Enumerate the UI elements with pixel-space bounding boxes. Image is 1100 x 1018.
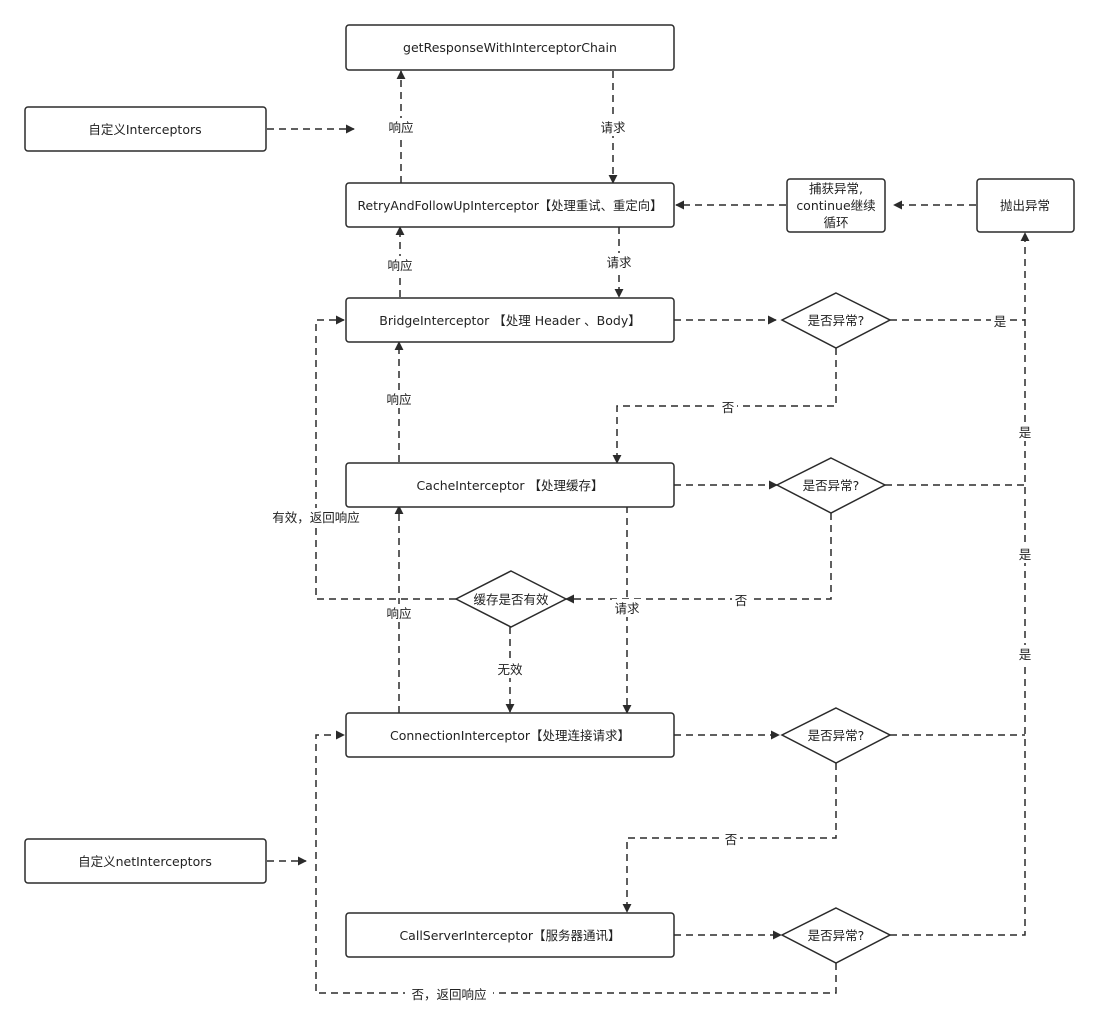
node-retry: RetryAndFollowUpInterceptor【处理重试、重定向】 <box>345 182 675 228</box>
edge-decision-call-yes <box>890 232 1030 936</box>
edge-decision-bridge-no <box>612 348 837 464</box>
decision-cache: 是否异常? <box>775 457 887 514</box>
node-catch-line3: 循环 <box>823 215 848 230</box>
node-connection-label: ConnectionInterceptor【处理连接请求】 <box>390 728 630 743</box>
label-response-1: 响应 <box>388 120 413 135</box>
node-retry-label: RetryAndFollowUpInterceptor【处理重试、重定向】 <box>358 198 663 213</box>
edge-decision-call-no-return <box>315 730 837 994</box>
node-throw-label: 抛出异常 <box>1000 198 1050 213</box>
label-response-3: 响应 <box>386 392 411 407</box>
node-custom-net-interceptors: 自定义netInterceptors <box>24 838 267 884</box>
label-no-connection: 否 <box>725 832 738 847</box>
node-cache-label: CacheInterceptor 【处理缓存】 <box>416 478 603 493</box>
nodes: getResponseWithInterceptorChain 自定义Inter… <box>24 24 1075 964</box>
decision-call-label: 是否异常? <box>808 928 865 943</box>
node-catch: 捕获异常, continue继续 循环 <box>786 178 886 233</box>
edge-cache-valid-return <box>315 315 456 600</box>
label-valid-return: 有效，返回响应 <box>272 510 360 525</box>
node-custom-net-interceptors-label: 自定义netInterceptors <box>78 854 212 869</box>
decision-call: 是否异常? <box>780 907 892 964</box>
label-yes-bridge: 是 <box>994 314 1007 329</box>
label-request-2: 请求 <box>606 255 632 270</box>
label-invalid: 无效 <box>497 662 523 677</box>
label-yes-connection: 是 <box>1019 547 1032 562</box>
node-bridge: BridgeInterceptor 【处理 Header 、Body】 <box>345 297 675 343</box>
label-no-cache: 否 <box>735 593 748 608</box>
label-yes-call: 是 <box>1019 647 1032 662</box>
label-response-2: 响应 <box>387 258 412 273</box>
node-custom-interceptors: 自定义Interceptors <box>24 106 267 152</box>
label-request-3: 请求 <box>614 601 640 616</box>
decision-connection-label: 是否异常? <box>808 728 865 743</box>
decision-bridge-label: 是否异常? <box>808 313 865 328</box>
decision-cache-label: 是否异常? <box>803 478 860 493</box>
decision-cache-valid-label: 缓存是否有效 <box>473 592 549 607</box>
node-catch-line2: continue继续 <box>796 198 875 213</box>
node-chain-label: getResponseWithInterceptorChain <box>403 40 617 55</box>
node-call-server-label: CallServerInterceptor【服务器通讯】 <box>399 928 620 943</box>
node-connection: ConnectionInterceptor【处理连接请求】 <box>345 712 675 758</box>
node-catch-line1: 捕获异常, <box>809 181 863 196</box>
decision-cache-valid: 缓存是否有效 <box>454 570 568 628</box>
node-cache: CacheInterceptor 【处理缓存】 <box>345 462 675 508</box>
label-request-1: 请求 <box>600 120 626 135</box>
decision-connection: 是否异常? <box>780 707 892 764</box>
decision-bridge: 是否异常? <box>780 292 892 349</box>
node-chain: getResponseWithInterceptorChain <box>345 24 675 71</box>
edge-decision-cache-no <box>565 513 832 604</box>
node-custom-interceptors-label: 自定义Interceptors <box>88 122 201 137</box>
node-throw: 抛出异常 <box>976 178 1075 233</box>
label-response-4: 响应 <box>386 606 411 621</box>
node-bridge-label: BridgeInterceptor 【处理 Header 、Body】 <box>379 313 641 328</box>
edge-labels: 响应 请求 响应 请求 响应 响应 请求 是 是 是 是 否 否 否 有效，返回… <box>267 118 1034 1003</box>
edge-decision-connection-no <box>622 763 837 913</box>
node-call-server: CallServerInterceptor【服务器通讯】 <box>345 912 675 958</box>
label-no-return: 否，返回响应 <box>411 987 486 1002</box>
label-yes-cache: 是 <box>1019 425 1032 440</box>
label-no-bridge: 否 <box>722 400 735 415</box>
